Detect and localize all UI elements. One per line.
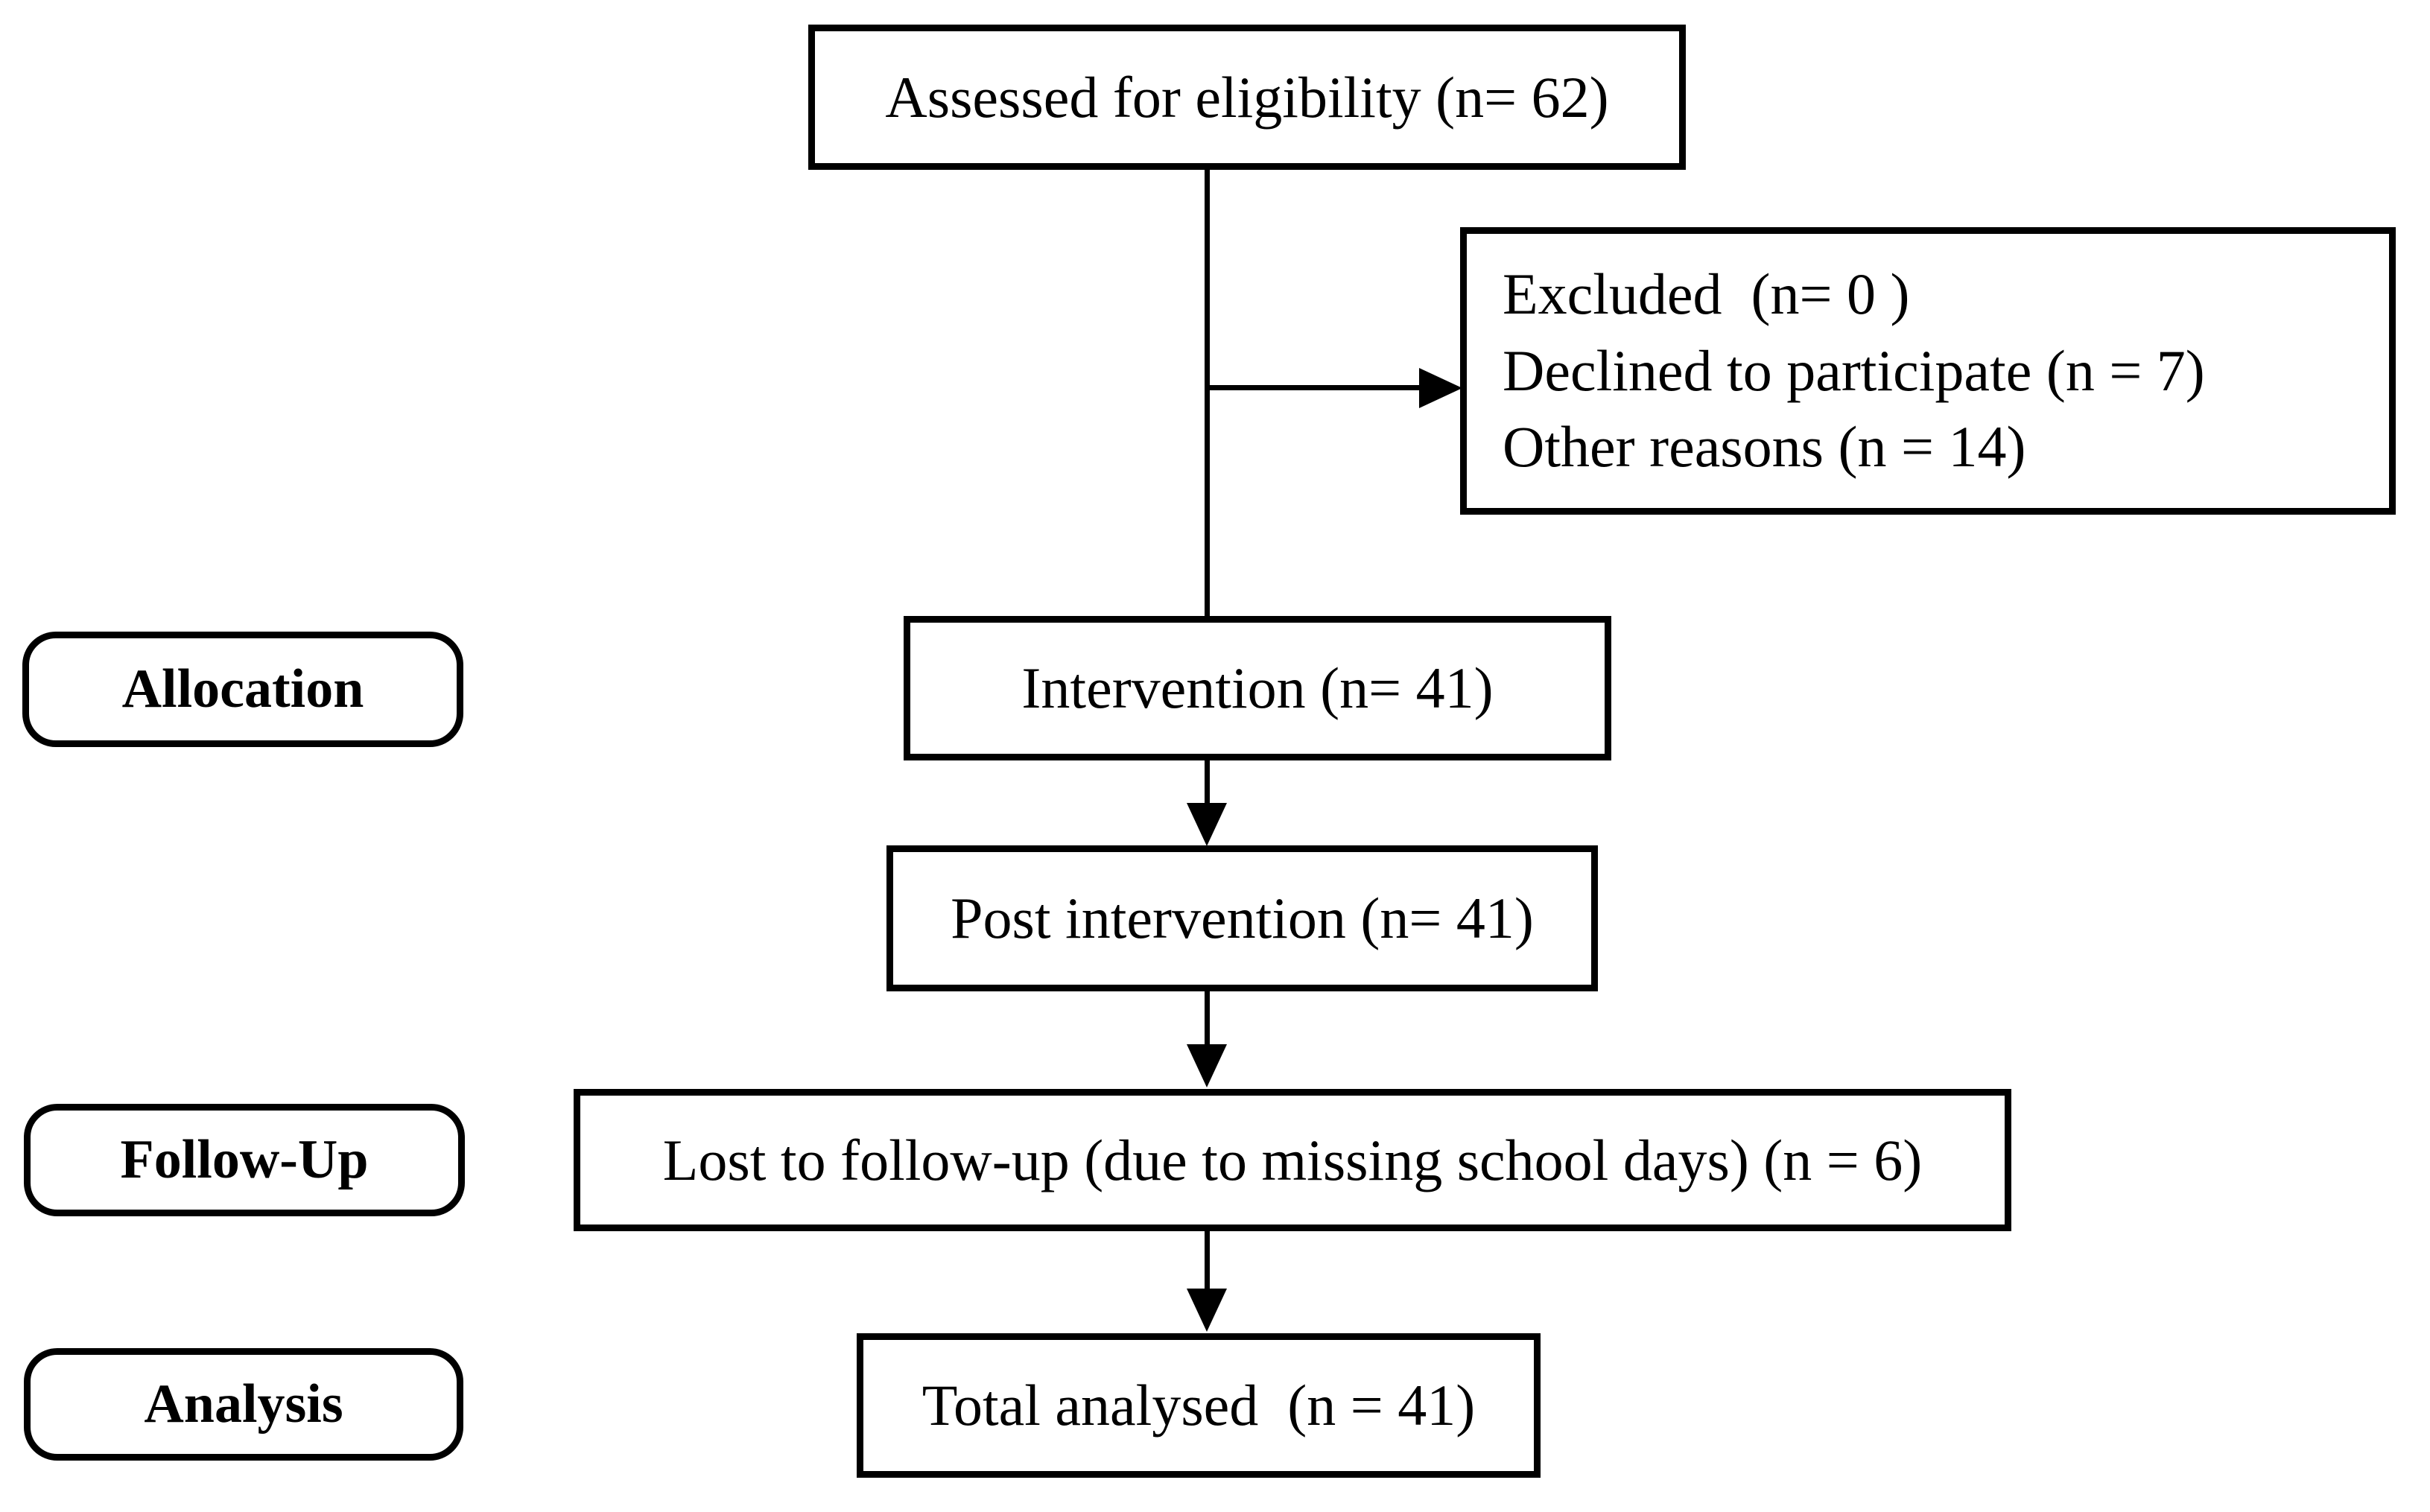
allocation-stage-label: Allocation: [22, 632, 463, 747]
lost-to-followup-box: Lost to follow-up (due to missing school…: [574, 1089, 2011, 1231]
analysis-stage-label: Analysis: [24, 1348, 463, 1461]
connector-branch-to-excluded: [1207, 385, 1423, 390]
followup-stage-label: Follow-Up: [24, 1104, 465, 1216]
arrowhead-down-icon: [1187, 803, 1227, 846]
assessed-eligibility-box: Assessed for eligibility (n= 62): [808, 25, 1686, 170]
excluded-line-2: Declined to participate (n = 7): [1503, 337, 2205, 403]
connector-post-to-lost: [1205, 991, 1210, 1047]
arrowhead-down-icon: [1187, 1289, 1227, 1332]
total-analysed-box: Total analysed (n = 41): [857, 1333, 1541, 1478]
arrowhead-down-icon: [1187, 1044, 1227, 1087]
excluded-box: Excluded (n= 0 ) Declined to participate…: [1460, 227, 2396, 515]
arrowhead-right-icon: [1419, 368, 1462, 408]
excluded-line-3: Other reasons (n = 14): [1503, 414, 2026, 480]
intervention-box: Intervention (n= 41): [904, 616, 1611, 760]
connector-lost-to-total: [1205, 1230, 1210, 1292]
connector-intervention-to-post: [1205, 760, 1210, 806]
post-intervention-box: Post intervention (n= 41): [886, 845, 1598, 991]
connector-assessed-to-intervention: [1205, 169, 1210, 616]
excluded-line-1: Excluded (n= 0 ): [1503, 261, 1910, 326]
